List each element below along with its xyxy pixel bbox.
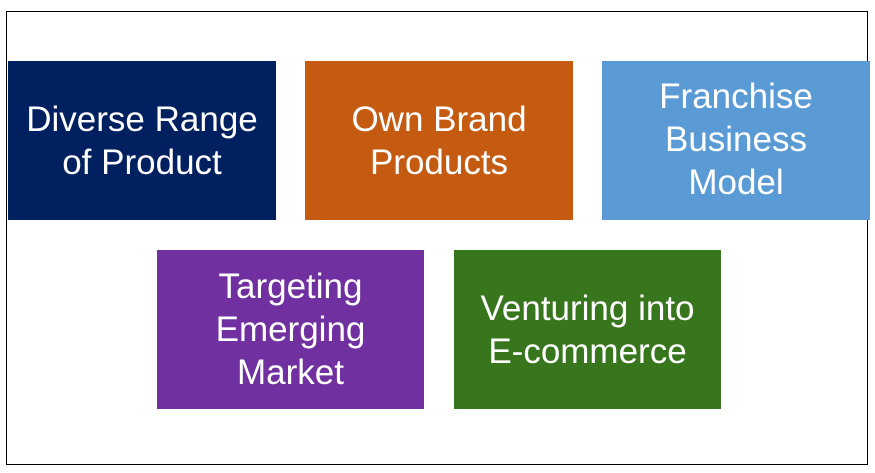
box-diverse-range: Diverse Range of Product [8, 61, 276, 220]
box-ecommerce: Venturing into E-commerce [454, 250, 721, 409]
box-franchise: Franchise Business Model [602, 61, 870, 220]
diagram-frame [6, 11, 868, 465]
box-emerging-market: Targeting Emerging Market [157, 250, 424, 409]
box-own-brand: Own Brand Products [305, 61, 573, 220]
